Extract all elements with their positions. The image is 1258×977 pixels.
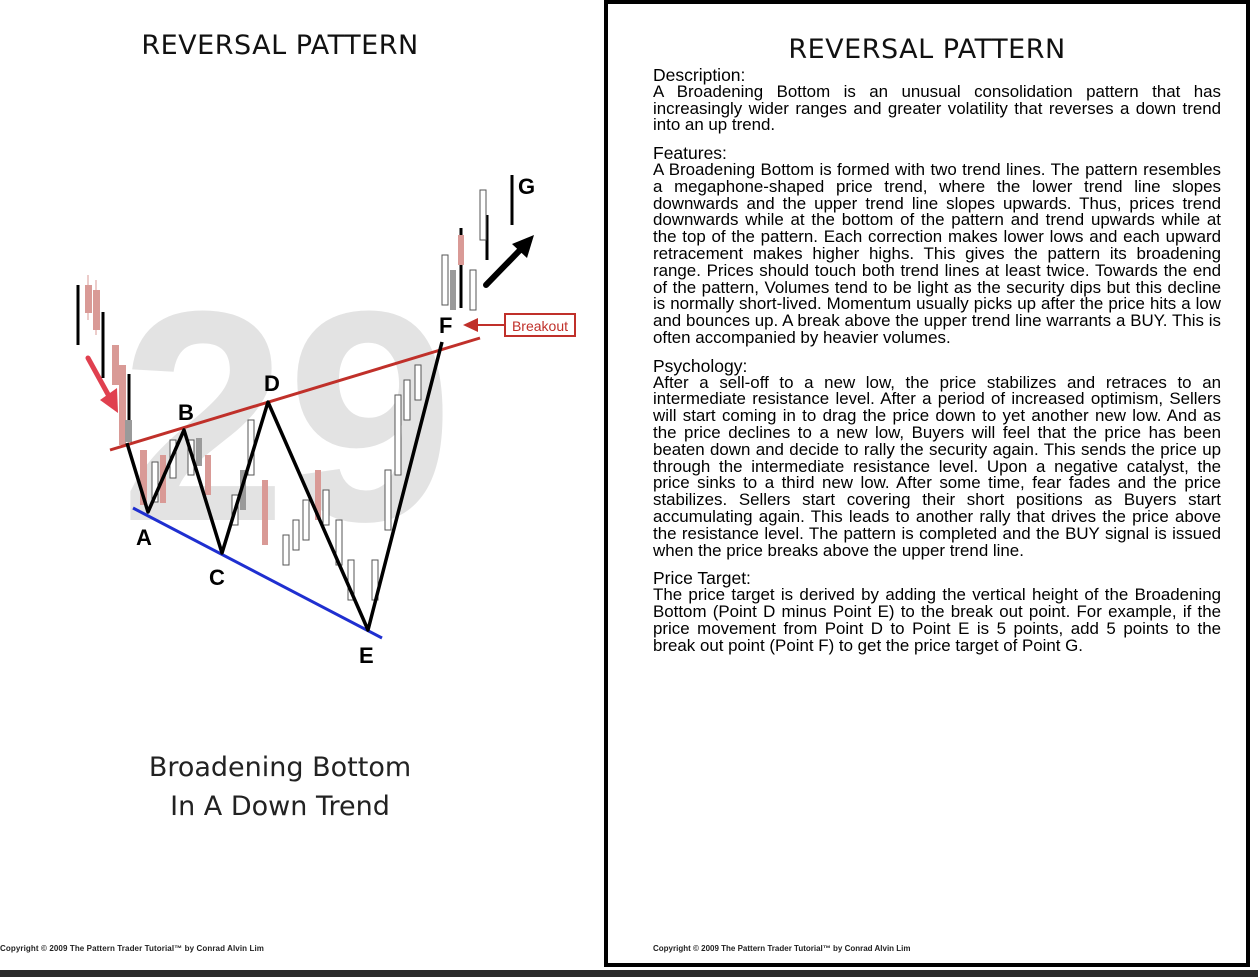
section-psychology: Psychology: After a sell-off to a new lo… [653,355,1221,560]
candle [479,189,487,241]
section-body: A Broadening Bottom is an unusual consol… [653,81,1221,135]
point-label-b: B [178,400,194,425]
pattern-path [125,341,444,632]
candle [322,489,330,526]
candle [112,345,119,385]
candle [282,534,290,566]
right-page: REVERSAL PATTERN Description: A Broadeni… [604,0,1250,967]
left-page: REVERSAL PATTERN 29 [0,0,600,977]
candle [140,450,147,505]
breakout-label: Breakout [512,318,568,334]
diagram-caption: Broadening Bottom In A Down Trend [120,748,440,826]
right-page-title: REVERSAL PATTERN [788,34,1066,65]
candle [119,365,126,445]
candle [196,438,202,466]
copyright-left: Copyright © 2009 The Pattern Trader Tuto… [0,944,264,953]
candle [384,469,392,531]
left-page-title: REVERSAL PATTERN [141,30,419,61]
point-label-a: A [136,525,152,550]
candle [458,235,464,265]
candle [302,499,310,541]
bottom-edge-bar [0,970,1258,977]
section-heading: Price Target: [653,568,751,589]
candle [125,420,132,442]
candle [292,519,300,551]
section-features: Features: A Broadening Bottom is formed … [653,145,1221,347]
candlesticks [76,175,514,601]
candle [450,270,456,310]
candle [315,470,321,520]
candle [469,269,477,311]
section-description: Description: A Broadening Bottom is an u… [653,65,1221,135]
candle [403,379,411,421]
section-heading: Features: [653,143,727,164]
downtrend-arrow-icon [85,355,118,413]
upper-trendline [109,336,481,452]
candle [151,461,159,503]
candle [205,455,211,495]
copyright-right: Copyright © 2009 The Pattern Trader Tuto… [653,944,911,953]
caption-line-2: In A Down Trend [170,791,390,822]
breakout-callout: Breakout [463,313,576,337]
candle [347,559,355,601]
point-label-c: C [209,565,225,590]
section-heading: Description: [653,65,746,85]
point-label-e: E [359,643,374,668]
uptrend-arrow-icon [483,235,534,288]
candle [262,480,268,545]
point-label-f: F [439,313,452,338]
section-body: A Broadening Bottom is formed with two t… [653,159,1221,347]
section-heading: Psychology: [653,355,748,376]
point-label-g: G [518,174,535,199]
candle [394,394,402,476]
section-body: The price target is derived by adding th… [653,585,1221,655]
lower-trendline [132,506,383,640]
point-label-d: D [264,371,280,396]
candle [414,364,422,401]
broadening-bottom-diagram: 29 [76,174,576,668]
section-body: After a sell-off to a new low, the price… [653,372,1221,560]
section-price-target: Price Target: The price target is derive… [653,570,1221,654]
pattern-description: Description: A Broadening Bottom is an u… [653,65,1221,665]
caption-line-1: Broadening Bottom [148,752,412,783]
candle [441,254,449,306]
